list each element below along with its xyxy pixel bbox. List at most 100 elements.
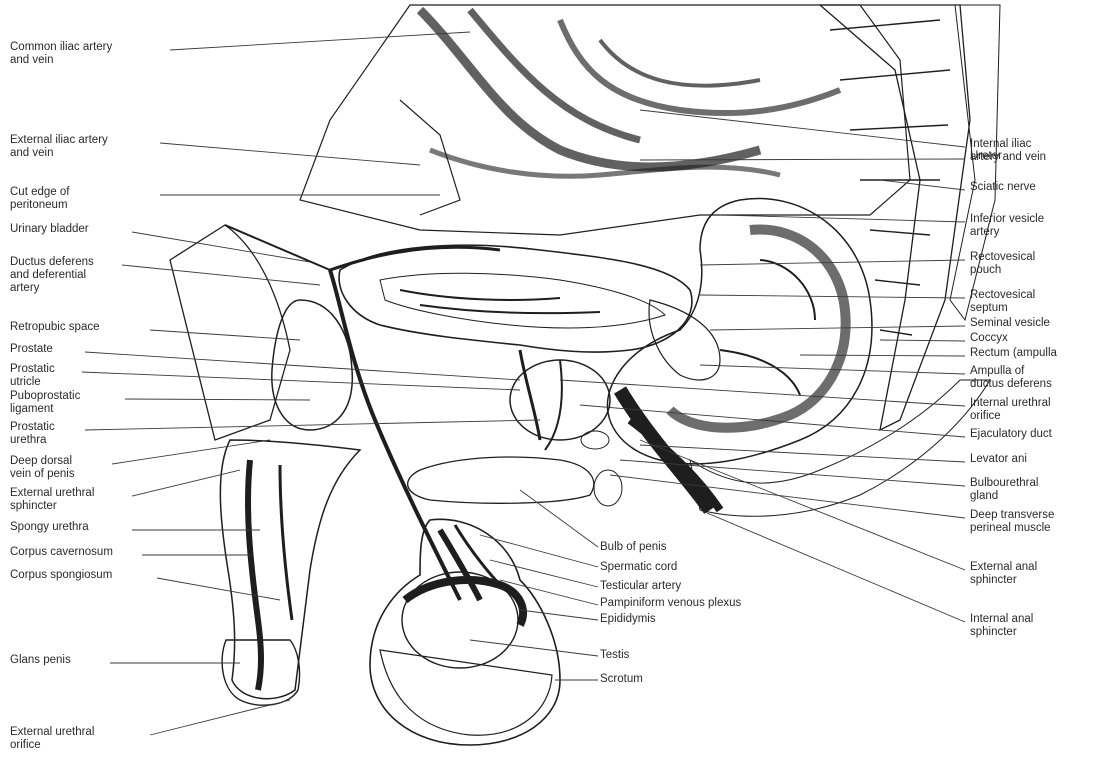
label-external-urethral-sphincter-line: sphincter: [10, 500, 57, 512]
label-pampiniform-plexus-line: Pampiniform venous plexus: [600, 597, 742, 609]
label-sciatic-nerve: Sciatic nerve: [970, 181, 1036, 193]
label-levator-ani: Levator ani: [970, 453, 1027, 465]
label-epididymis-line: Epididymis: [600, 613, 656, 625]
label-urinary-bladder-line: Urinary bladder: [10, 223, 89, 235]
label-deep-transverse-perineal-line: perineal muscle: [970, 522, 1051, 534]
label-prostatic-utricle-line: Prostatic: [10, 363, 55, 375]
label-external-anal-sphincter-line: sphincter: [970, 574, 1017, 586]
label-ureter-line: Ureter: [970, 150, 1002, 162]
label-glans-penis-line: Glans penis: [10, 654, 71, 666]
label-external-iliac-line: and vein: [10, 147, 53, 159]
label-ampulla-ductus-line: ductus deferens: [970, 378, 1052, 390]
label-ejaculatory-duct-line: Ejaculatory duct: [970, 428, 1053, 440]
label-ductus-deferens-artery-line: and deferential: [10, 269, 86, 281]
anatomy-drawing: [170, 5, 1000, 745]
label-deep-dorsal-vein-line: Deep dorsal: [10, 455, 72, 467]
label-scrotum: Scrotum: [600, 673, 643, 685]
label-external-urethral-orifice-line: External urethral: [10, 726, 94, 738]
label-rectovesical-pouch-line: pouch: [970, 264, 1001, 276]
label-internal-urethral-orifice-line: orifice: [970, 410, 1001, 422]
label-spongy-urethra-line: Spongy urethra: [10, 521, 89, 533]
label-external-anal-sphincter-line: External anal: [970, 561, 1037, 573]
label-deep-transverse-perineal-line: Deep transverse: [970, 509, 1054, 521]
label-ampulla-ductus-line: Ampulla of: [970, 365, 1025, 377]
label-external-iliac-line: External iliac artery: [10, 134, 108, 146]
label-seminal-vesicle: Seminal vesicle: [970, 317, 1050, 329]
label-inferior-vesicle-artery-line: Inferior vesicle: [970, 213, 1044, 225]
label-testicular-artery: Testicular artery: [600, 580, 681, 592]
label-epididymis: Epididymis: [600, 613, 656, 625]
label-prostatic-urethra-line: Prostatic: [10, 421, 55, 433]
label-puboprostatic-ligament-line: ligament: [10, 403, 54, 415]
label-rectovesical-septum-line: septum: [970, 302, 1008, 314]
label-spermatic-cord-line: Spermatic cord: [600, 561, 677, 573]
label-external-urethral-orifice-line: orifice: [10, 739, 41, 751]
label-prostate: Prostate: [10, 343, 53, 355]
label-ductus-deferens-artery-line: Ductus deferens: [10, 256, 94, 268]
label-bulbourethral-gland-line: Bulbourethral: [970, 477, 1038, 489]
label-common-iliac-line: and vein: [10, 54, 53, 66]
label-sciatic-nerve-line: Sciatic nerve: [970, 181, 1036, 193]
label-glans-penis: Glans penis: [10, 654, 71, 666]
label-puboprostatic-ligament: Puboprostaticligament: [10, 390, 81, 415]
label-inferior-vesicle-artery-line: artery: [970, 226, 1000, 238]
label-prostate-line: Prostate: [10, 343, 53, 355]
label-bulb-of-penis: Bulb of penis: [600, 541, 667, 553]
label-puboprostatic-ligament-line: Puboprostatic: [10, 390, 81, 402]
label-corpus-spongiosum-line: Corpus spongiosum: [10, 569, 112, 581]
label-internal-iliac-line: Internal iliac: [970, 138, 1032, 150]
label-retropubic-space-line: Retropubic space: [10, 321, 100, 333]
label-testicular-artery-line: Testicular artery: [600, 580, 681, 592]
label-urinary-bladder: Urinary bladder: [10, 223, 89, 235]
label-ejaculatory-duct: Ejaculatory duct: [970, 428, 1053, 440]
label-coccyx-line: Coccyx: [970, 332, 1008, 344]
label-retropubic-space: Retropubic space: [10, 321, 100, 333]
label-rectovesical-pouch-line: Rectovesical: [970, 251, 1035, 263]
label-external-urethral-sphincter-line: External urethral: [10, 487, 94, 499]
label-rectovesical-septum-line: Rectovesical: [970, 289, 1035, 301]
label-spongy-urethra: Spongy urethra: [10, 521, 89, 533]
label-bulb-of-penis-line: Bulb of penis: [600, 541, 667, 553]
label-rectum-ampulla: Rectum (ampulla: [970, 347, 1058, 359]
label-corpus-cavernosum: Corpus cavernosum: [10, 546, 113, 558]
label-seminal-vesicle-line: Seminal vesicle: [970, 317, 1050, 329]
label-ductus-deferens-artery-line: artery: [10, 282, 40, 294]
label-rectum-ampulla-line: Rectum (ampulla: [970, 347, 1058, 359]
label-levator-ani-line: Levator ani: [970, 453, 1027, 465]
label-corpus-spongiosum: Corpus spongiosum: [10, 569, 112, 581]
label-coccyx: Coccyx: [970, 332, 1008, 344]
label-deep-dorsal-vein-line: vein of penis: [10, 468, 75, 480]
label-internal-urethral-orifice-line: Internal urethral: [970, 397, 1051, 409]
label-testis: Testis: [600, 649, 630, 661]
label-ureter: Ureter: [970, 150, 1002, 162]
label-internal-anal-sphincter-line: sphincter: [970, 626, 1017, 638]
label-common-iliac-line: Common iliac artery: [10, 41, 112, 53]
label-prostatic-urethra-line: urethra: [10, 434, 47, 446]
label-internal-anal-sphincter-line: Internal anal: [970, 613, 1033, 625]
label-cut-edge-peritoneum-line: Cut edge of: [10, 186, 70, 198]
label-spermatic-cord: Spermatic cord: [600, 561, 677, 573]
label-prostatic-utricle-line: utricle: [10, 376, 41, 388]
